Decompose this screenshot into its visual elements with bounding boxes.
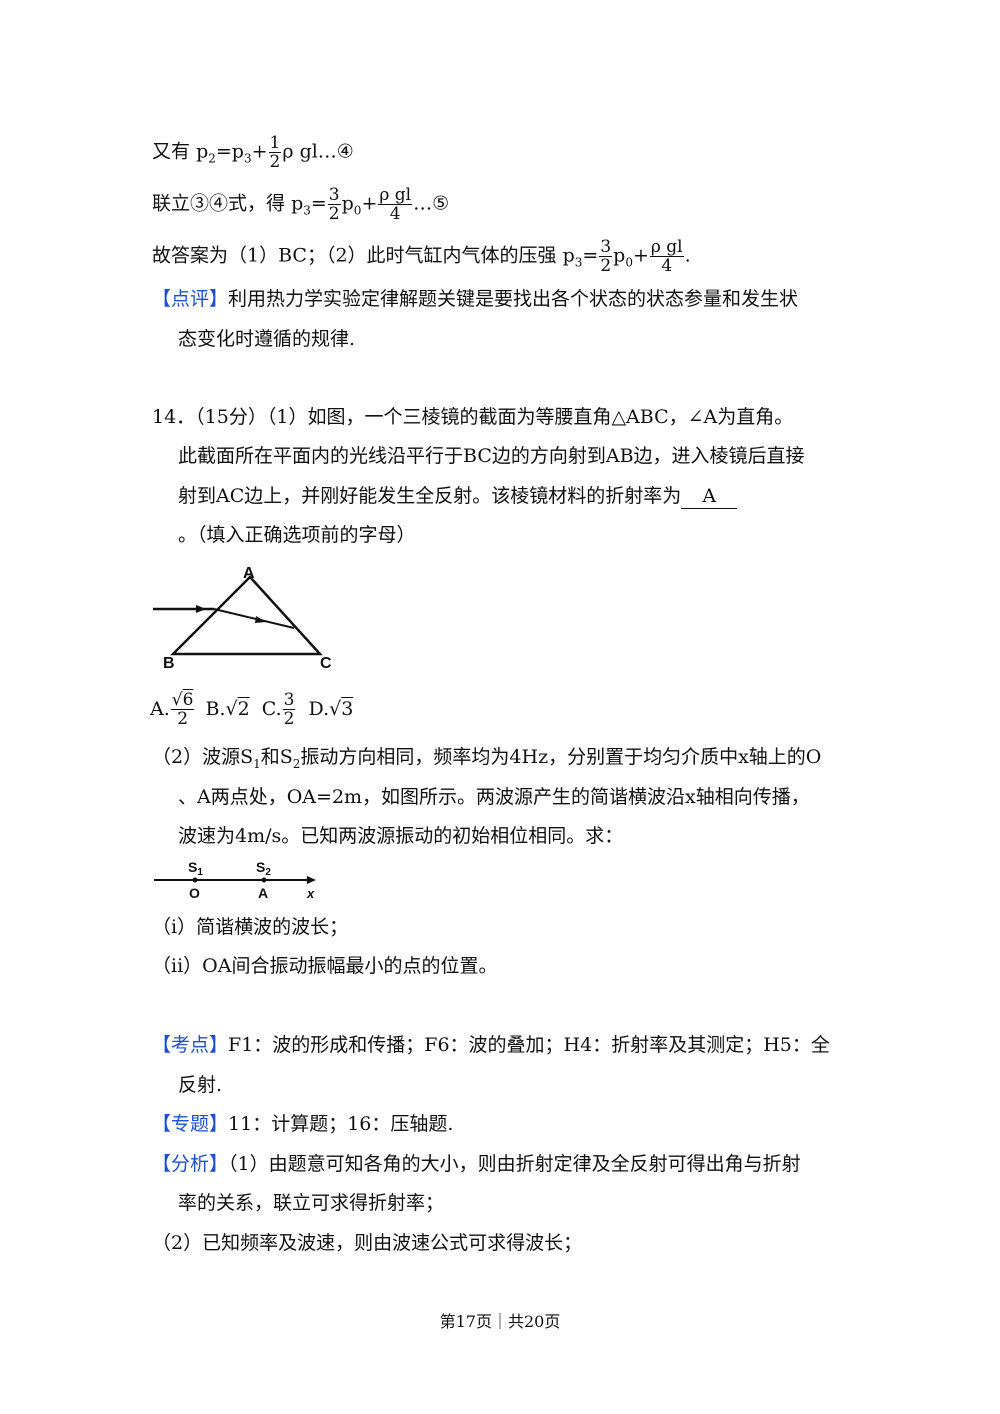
- refracted-ray: [213, 608, 295, 629]
- comment-line-1: 【点评】利用热力学实验定律解题关键是要找出各个状态的状态参量和发生状: [152, 288, 799, 310]
- option-d: D.√3: [308, 697, 354, 720]
- q14-2-line-2: 、A两点处，OA=2m，如图所示。两波源产生的简谐横波沿x轴相向传播，: [178, 786, 810, 808]
- vertex-b-label: B: [163, 655, 175, 672]
- o-label: O: [189, 885, 200, 901]
- answer-blank: A: [681, 484, 738, 509]
- point-a: [261, 877, 267, 883]
- wave-axis-diagram: S1 S2 O A x: [154, 859, 316, 901]
- q14-line-4: 。（填入正确选项前的字母）: [178, 524, 416, 546]
- point-o: [192, 877, 198, 883]
- sub-question-2: （ii）OA间合振动振幅最小的点的位置。: [152, 955, 498, 977]
- prism-triangle: [169, 575, 323, 656]
- s1-label: S1: [188, 859, 203, 878]
- zhuanti-tag: 【专题】: [152, 1113, 229, 1135]
- kaodian-tag: 【考点】: [152, 1034, 229, 1056]
- fenxi-line-1: 【分析】（1）由题意可知各角的大小，则由折射定律及全反射可得出角与折射: [152, 1153, 801, 1175]
- q14-2-line-1: （2）波源S1和S2振动方向相同，频率均为4Hz，分别置于均匀介质中x轴上的O: [152, 746, 822, 771]
- s2-label: S2: [256, 859, 271, 878]
- page-footer: 第17页｜共20页: [439, 1312, 561, 1331]
- q14-2-line-3: 波速为4m/s。已知两波源振动的初始相位相同。求：: [178, 825, 624, 847]
- fenxi-line-3: （2）已知频率及波速，则由波速公式可求得波长；: [152, 1232, 583, 1254]
- kaodian-line-2: 反射.: [178, 1074, 223, 1096]
- comment-line-2: 态变化时遵循的规律.: [178, 328, 356, 350]
- ray-arrow-1: [196, 605, 206, 613]
- fenxi-line-2: 率的关系，联立可求得折射率；: [178, 1192, 445, 1214]
- ray-arrow-2: [255, 616, 266, 623]
- prism-diagram: A B C: [153, 565, 332, 672]
- vertex-a-label: A: [243, 565, 255, 582]
- x-axis-arrow: [307, 876, 316, 884]
- fenxi-tag: 【分析】: [152, 1153, 229, 1175]
- zhuanti-line: 【专题】11：计算题；16：压轴题.: [152, 1113, 454, 1135]
- q14-line-2: 此截面所在平面内的光线沿平行于BC边的方向射到AB边，进入棱镜后直接: [178, 445, 805, 467]
- a-label: A: [258, 885, 268, 901]
- kaodian-line-1: 【考点】F1：波的形成和传播；F6：波的叠加；H4：折射率及其测定；H5：全: [152, 1034, 830, 1056]
- q14-line-1: 14．（15分）（1）如图，一个三棱镜的截面为等腰直角△ABC，∠A为直角。: [152, 406, 794, 428]
- vertex-c-label: C: [320, 655, 332, 672]
- sub-question-1: （i）简谐横波的波长；: [152, 916, 349, 938]
- comment-tag: 【点评】: [152, 288, 229, 310]
- x-label: x: [306, 886, 315, 901]
- option-b: B.√2: [205, 697, 250, 720]
